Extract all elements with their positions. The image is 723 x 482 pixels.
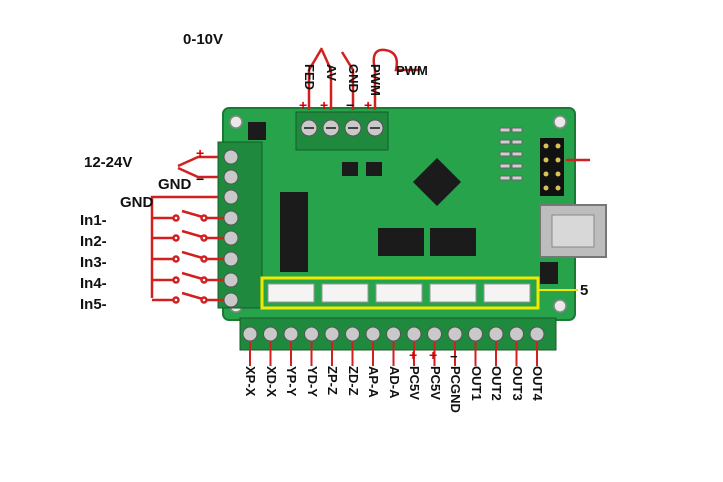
supply-voltage-label: 12-24V [84, 154, 133, 171]
voltage-label: 0-10V [183, 31, 224, 48]
pwm-pin-label: PWM [368, 64, 383, 96]
terminal-label-t13: OUT2 [489, 366, 504, 401]
input-switch-wire [152, 291, 224, 302]
input-gnd-label: GND [120, 194, 154, 211]
bottom-terminal-screw [365, 326, 381, 342]
pcgnd-minus-sign: − [450, 349, 458, 364]
power-gnd-label: GND [158, 176, 192, 193]
switch-contact [200, 234, 208, 242]
switch-contact [172, 234, 180, 242]
pwm-wire-label: PWM [396, 63, 428, 78]
input-4-label: In4- [80, 275, 107, 292]
minus-sign: − [346, 97, 355, 113]
switch-contact [200, 276, 208, 284]
input-5-label: In5- [80, 296, 107, 313]
power-wires [150, 155, 218, 298]
pin-header [540, 138, 564, 196]
terminal-label-t15: OUT4 [530, 366, 545, 401]
top-wires [307, 47, 420, 110]
bottom-terminal-block [239, 317, 557, 351]
axis-connectors [267, 283, 531, 303]
terminal-label-t5: ZP-Z [325, 366, 340, 395]
plus-sign-2: + [320, 97, 329, 113]
bottom-terminal-screw [406, 326, 422, 342]
fed-pin-label: FED [302, 64, 317, 90]
terminal-label-t4: YD-Y [304, 366, 320, 398]
input-3-label: In3- [80, 254, 107, 271]
input-switch-wire [152, 209, 224, 220]
terminal-label-t7: AP-A [366, 366, 381, 398]
terminal-label-t9: PC5V [407, 366, 422, 400]
av-pin-label: AV [324, 64, 339, 82]
plus-sign-3: + [364, 97, 373, 113]
input-1-label: In1- [80, 212, 107, 229]
output-wires [249, 342, 538, 366]
chips [248, 122, 558, 284]
switch-contact [172, 214, 180, 222]
bottom-terminal-screw [242, 326, 258, 342]
bottom-terminal-screw [427, 326, 442, 342]
terminal-label-t12: OUT1 [468, 366, 484, 401]
input-2-label: In2- [80, 233, 107, 250]
plus-sign-1: + [299, 97, 308, 113]
terminal-label-t3: YP-Y [284, 366, 299, 397]
connector-count-label: 5 [580, 282, 589, 299]
bottom-terminal-screw [488, 326, 504, 342]
bottom-terminal-screw [263, 326, 278, 342]
switch-contact [200, 296, 208, 304]
switch-contact [172, 255, 180, 263]
top-terminal-block [295, 111, 389, 151]
pc5v-plus-sign-1: + [409, 347, 418, 363]
bottom-terminal-screw [447, 326, 463, 342]
input-switch-wire [152, 250, 224, 261]
bottom-terminal-screw [304, 326, 319, 342]
terminal-label-t2: XD-X [263, 366, 279, 398]
bottom-terminal-screw [529, 326, 545, 342]
power-minus-sign: − [196, 171, 205, 187]
power-plus-sign: + [196, 145, 205, 161]
terminal-label-t1: XP-X [243, 366, 258, 397]
input-switch-wire [152, 229, 224, 240]
bottom-terminal-screw [509, 326, 524, 342]
input-switch-wires [152, 209, 224, 304]
switch-contact [172, 296, 180, 304]
terminal-label-t6: ZD-Z [345, 366, 361, 396]
switch-contact [172, 276, 180, 284]
switch-contact [200, 255, 208, 263]
bottom-terminal-screw [324, 326, 340, 342]
terminal-label-t11: PCGND [448, 366, 463, 413]
bottom-terminal-screw [386, 326, 401, 342]
left-terminal-block [217, 141, 263, 309]
bottom-terminal-screw [283, 326, 299, 342]
switch-contact [200, 214, 208, 222]
gnd-pin-label: GND [346, 64, 361, 93]
axis-connector-highlight [260, 276, 540, 310]
bottom-terminal-screw [468, 326, 483, 342]
terminal-label-t10: PC5V [427, 366, 443, 400]
terminal-label-t14: OUT3 [509, 366, 525, 401]
pc5v-plus-sign-2: + [429, 347, 438, 363]
terminal-label-t8: AD-A [386, 366, 402, 399]
bottom-terminal-screw [345, 326, 360, 342]
input-switch-wire [152, 271, 224, 282]
